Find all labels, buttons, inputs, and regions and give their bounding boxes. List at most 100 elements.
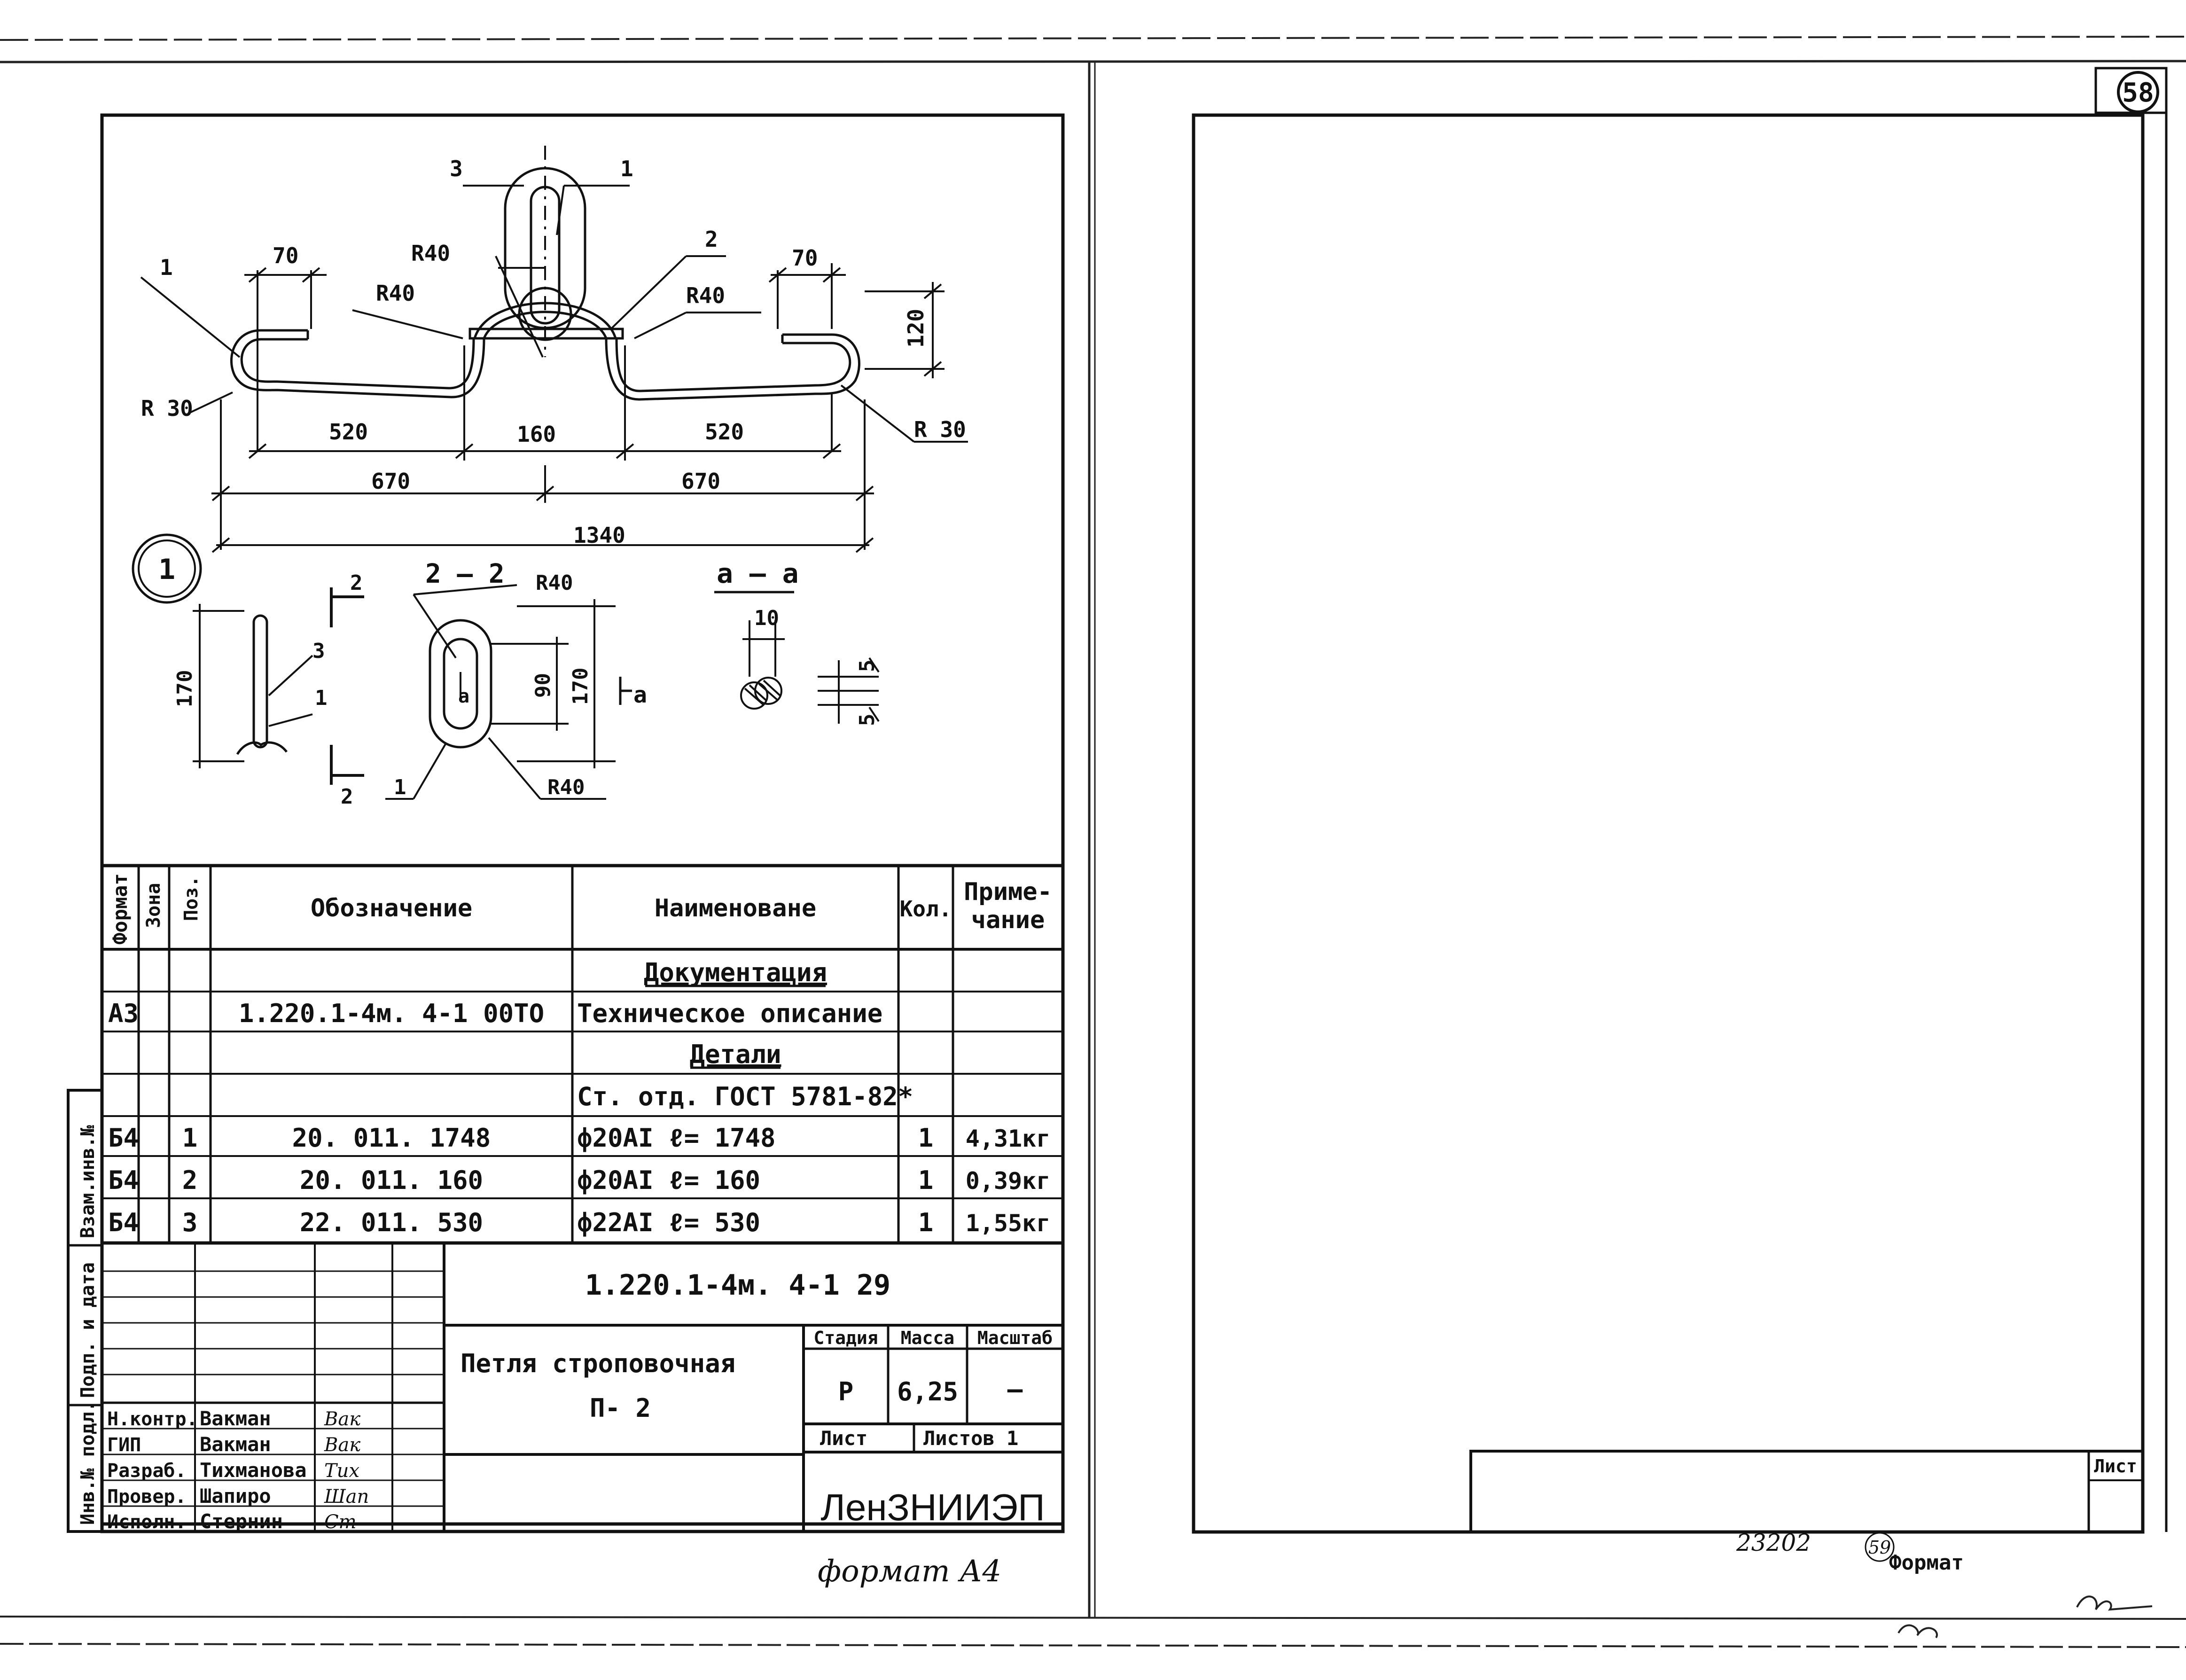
left-drawing-frame: [100, 113, 1065, 1526]
spec-header-pos: Поз.: [180, 876, 202, 921]
table-row: Документация: [644, 958, 827, 987]
loop-drawing: [230, 167, 860, 401]
handwritten-scribbles: [1897, 1595, 2153, 1639]
side-stamp-podp-data: Подп. и дата: [77, 1262, 99, 1398]
callout-pos1-left: 1: [160, 255, 173, 280]
signer-role: ГИП: [107, 1434, 141, 1456]
section-a-a-title: а — а: [717, 557, 799, 589]
table-row: Б4 1 20. 011. 1748 ф20АI ℓ= 1748 1 4,31кг: [108, 1123, 1050, 1153]
dim-1340: 1340: [573, 523, 625, 548]
radius-r40-top: R40: [411, 241, 450, 266]
right-sheet-frame: [1192, 67, 2168, 1534]
side-view-labels: 170 3 1 2 2: [173, 571, 363, 809]
side-stamp-vzam-inv: Взам.инв.№: [77, 1125, 99, 1238]
stage-value: Р: [838, 1377, 854, 1407]
spec-row-format: А3: [108, 999, 139, 1028]
organization-name: ЛенЗНИИЭП: [820, 1486, 1045, 1528]
spec-header-zone: Зона: [143, 883, 164, 928]
drawing-labels: 3 1 2 1 70 70 R40 R40 R40 R 30 R 30 520 …: [141, 156, 966, 548]
signer-role: Провер.: [107, 1486, 187, 1508]
spec-header-note-2: чание: [971, 906, 1045, 934]
spec-header-qty: Кол.: [900, 896, 952, 922]
callout-pos3-side: 3: [312, 639, 325, 663]
next-page-number: 59: [1868, 1537, 1891, 1558]
section-2-2: [385, 584, 632, 800]
signature-mark: Вак: [324, 1408, 360, 1430]
table-row: Детали: [689, 1039, 781, 1069]
signer-name: Тихманова: [200, 1459, 307, 1482]
side-stamp: [67, 1089, 103, 1533]
sheet-label: Лист: [820, 1427, 867, 1450]
spec-header-format: Формат: [109, 873, 132, 945]
radius-r40-section-bottom: R40: [547, 775, 585, 799]
mass-value: 6,25: [897, 1377, 958, 1407]
spec-row-qty: 1: [918, 1123, 934, 1153]
page-number: 58: [2122, 78, 2154, 108]
spec-row-designation: 20. 011. 1748: [292, 1123, 491, 1153]
side-view: [193, 587, 364, 785]
scale-value: —: [1007, 1375, 1023, 1404]
signer-name: Шапиро: [200, 1485, 271, 1508]
dim-70-left: 70: [273, 243, 298, 268]
right-bottom-number: 23202: [1736, 1529, 1811, 1556]
spec-row-qty: 1: [918, 1208, 934, 1237]
spec-row-note: 0,39кг: [966, 1167, 1051, 1195]
scale-label: Масштаб: [977, 1328, 1053, 1348]
spec-row-note: 4,31кг: [966, 1125, 1051, 1152]
detail-mark: 1: [132, 533, 202, 604]
callout-pos1-top: 1: [620, 156, 633, 181]
right-sheet-label: Лист: [2094, 1456, 2137, 1477]
spec-row-pos: 2: [182, 1165, 198, 1195]
spec-row-section-heading: Документация: [644, 958, 827, 987]
table-row: Ст. отд. ГОСТ 5781-82*: [577, 1082, 913, 1111]
dim-5-top: 5: [855, 660, 879, 672]
next-page-mark: 59: [1865, 1532, 1895, 1562]
callout-pos1-section: 1: [394, 775, 406, 799]
signer-name: Вакман: [200, 1433, 271, 1456]
signature-mark: Шап: [324, 1486, 369, 1508]
spec-header-designation: Обозначение: [311, 894, 472, 922]
section-2-2-title: 2 — 2: [425, 559, 505, 589]
spec-row-name: Ст. отд. ГОСТ 5781-82*: [577, 1082, 913, 1111]
radius-r40-section-top: R40: [536, 571, 573, 595]
section-a-a: [714, 591, 880, 724]
section-2-2-labels: 2 — 2 R40 R40 1 а а 90 170: [394, 559, 647, 799]
signer-role: Н.контр.: [107, 1408, 198, 1430]
dim-520-left: 520: [329, 419, 368, 445]
signer-row: Провер. Шапиро Шап: [107, 1485, 369, 1508]
spec-row-name: ф20АI ℓ= 160: [577, 1165, 760, 1195]
spec-row-section-heading: Детали: [689, 1039, 781, 1069]
radius-r40-left: R40: [376, 281, 415, 306]
signer-row: Н.контр.Вакман Вак: [107, 1407, 360, 1430]
spec-row-designation: 20. 011. 160: [300, 1165, 483, 1195]
right-format-label: Формат: [1889, 1551, 1964, 1575]
radius-r40-right: R40: [686, 283, 725, 308]
spec-header-note-1: Приме-: [964, 878, 1052, 906]
dimension-lines: [140, 146, 968, 553]
spec-row-format: Б4: [108, 1165, 139, 1195]
section-a-a-labels: а — а 10 5 5: [717, 557, 879, 726]
dim-160: 160: [517, 422, 556, 447]
signer-name: Вакман: [200, 1407, 271, 1430]
signer-name: Стернин: [200, 1510, 283, 1533]
dim-670-right: 670: [681, 469, 720, 494]
spec-row-pos: 1: [182, 1123, 198, 1153]
spec-row-format: Б4: [108, 1123, 139, 1153]
spec-row-designation: 1.220.1-4м. 4-1 00ТО: [239, 999, 544, 1028]
side-stamp-text: Инв.№ подл. Подп. и дата Взам.инв.№: [77, 1125, 99, 1525]
signer-role: Исполн.: [107, 1511, 187, 1533]
title-line-1: Петля строповочная: [461, 1349, 735, 1378]
side-stamp-inv-podl: Инв.№ подл.: [77, 1400, 99, 1525]
spec-table-header: Формат Зона Поз. Обозначение Наименоване…: [109, 873, 1052, 945]
mass-label: Масса: [901, 1328, 954, 1348]
spec-row-name: ф20АI ℓ= 1748: [577, 1123, 776, 1153]
dim-670-left: 670: [371, 469, 410, 494]
dim-170-section: 170: [569, 668, 593, 705]
